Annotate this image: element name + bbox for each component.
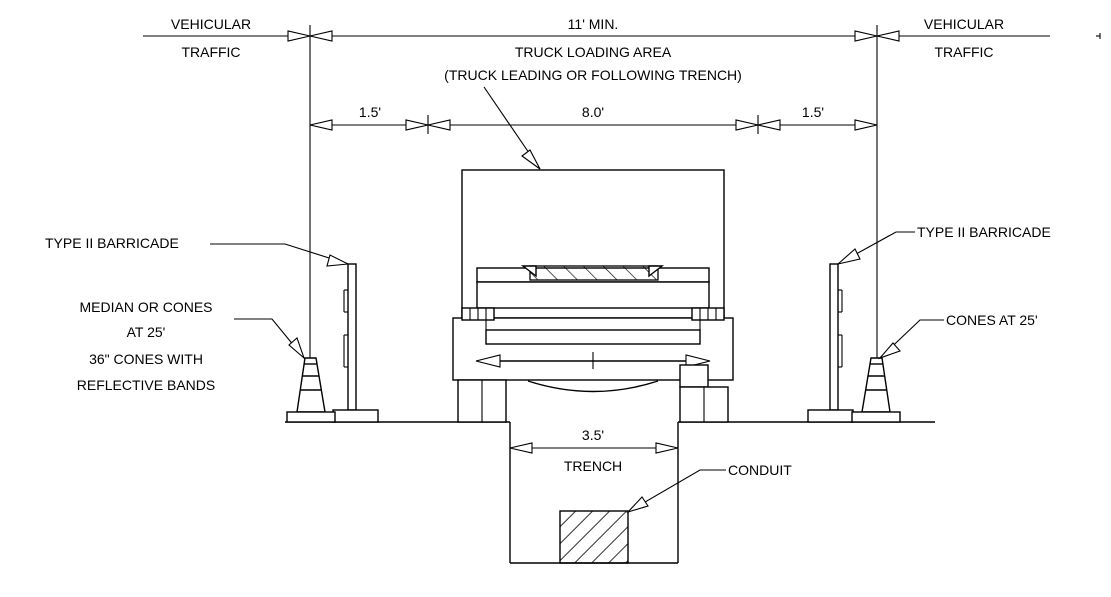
median-label-line2: AT 25' (127, 324, 166, 340)
truck-position-note: (TRUCK LEADING OR FOLLOWING TRENCH) (444, 67, 742, 83)
cone-left-leader (234, 318, 306, 360)
trench-label: TRENCH (564, 458, 622, 474)
truck-area-leader (483, 86, 541, 170)
min-width-label: 11' MIN. (568, 16, 619, 32)
cone-left (286, 357, 336, 423)
barricade-left-leader (210, 243, 350, 267)
trench-width-label: 3.5' (582, 427, 604, 443)
median-label-line3: 36" CONES WITH (89, 351, 203, 367)
conduit-leader (626, 469, 726, 514)
conduit (559, 510, 629, 564)
trench-width-dimension (509, 442, 679, 454)
vehicular-traffic-right-line2: TRAFFIC (934, 44, 993, 60)
barricade-left-label: TYPE II BARRICADE (45, 235, 179, 251)
cone-right-leader (878, 319, 944, 360)
median-label-line4: REFLECTIVE BANDS (77, 377, 215, 393)
barricade-left (332, 263, 379, 423)
right-clearance-label: 1.5' (802, 104, 824, 120)
truck-width-dimension-line (309, 115, 878, 134)
cone-right (851, 357, 901, 423)
vehicular-traffic-right-line1: VEHICULAR (924, 16, 1004, 32)
barricade-right (807, 263, 854, 423)
overall-dimension-line (143, 30, 1101, 42)
cones-right-label: CONES AT 25' (946, 312, 1038, 328)
barricade-right-leader (837, 231, 915, 265)
median-label-line1: MEDIAN OR CONES (79, 299, 212, 315)
truck-loading-area-label: TRUCK LOADING AREA (515, 44, 672, 60)
vehicular-traffic-left-line2: TRAFFIC (181, 44, 240, 60)
truck (452, 169, 734, 423)
left-clearance-label: 1.5' (359, 104, 381, 120)
vehicular-traffic-left-line1: VEHICULAR (171, 16, 251, 32)
conduit-label: CONDUIT (728, 462, 792, 478)
barricade-right-label: TYPE II BARRICADE (917, 224, 1051, 240)
truck-width-label: 8.0' (582, 104, 604, 120)
